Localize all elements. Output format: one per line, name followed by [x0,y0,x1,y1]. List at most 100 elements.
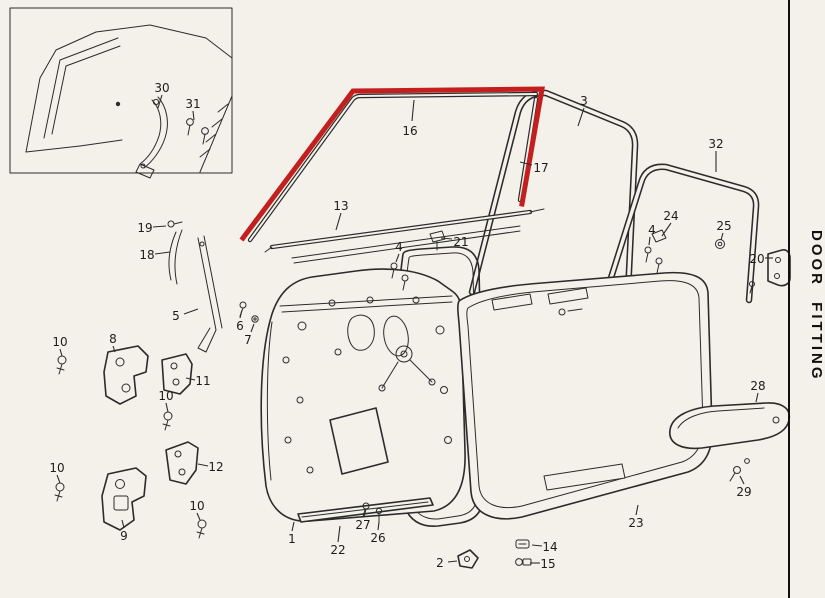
part-30-hinge-pillar-bracket [135,96,168,179]
callout-10: 10 [189,499,204,513]
page-side-label: DOOR FITTING [808,230,825,382]
callout-leader-7 [250,323,255,333]
callout-20: 20 [749,252,764,266]
car-body-inset [9,7,233,174]
part-10-bolt-a [56,355,67,375]
callout-leader-13 [335,212,342,231]
callout-leader-1 [291,521,295,532]
callout-4: 4 [395,240,403,254]
callout-5: 5 [172,309,180,323]
part-12-hinge-plate-lower [165,441,199,485]
part-8-upper-hinge [103,345,149,405]
callout-6: 6 [236,319,244,333]
callout-29: 29 [736,485,751,499]
callout-26: 26 [370,531,385,545]
part-29-bolt [729,458,750,482]
callout-leader-8 [112,345,116,353]
part-24-clip [651,229,667,243]
callout-leader-10 [165,402,169,413]
part-10-bolt-c [54,482,65,502]
callout-15: 15 [540,557,555,571]
callout-4: 4 [648,223,656,237]
callout-leader-3 [577,107,585,127]
part-21-clip [429,230,446,251]
callout-28: 28 [750,379,765,393]
callout-leader-25 [720,232,724,241]
part-3-front-window-frame [468,89,639,296]
callout-1: 1 [288,532,296,546]
callout-leader-31 [192,110,195,121]
callout-leader-19 [152,225,167,228]
part-32-rear-window-frame [600,163,760,304]
callout-10: 10 [158,389,173,403]
callout-7: 7 [244,333,252,347]
callout-23: 23 [628,516,643,530]
callout-8: 8 [109,332,117,346]
callout-31: 31 [185,97,200,111]
callout-27: 27 [355,518,370,532]
callout-3: 3 [580,94,588,108]
callout-leader-17 [519,161,533,166]
speaker-hatch-area [329,407,389,475]
callout-leader-26 [377,521,380,531]
callout-leader-10 [196,512,201,521]
part-15-clip [515,558,532,566]
callout-2: 2 [436,556,444,570]
part-10-bolt-d [196,519,207,539]
callout-leader-28 [755,392,759,403]
callout-leader-18 [154,251,171,255]
callout-11: 11 [195,374,210,388]
callout-13: 13 [333,199,348,213]
part-4-screws-left [390,262,409,291]
callout-leader-12 [197,463,209,467]
callout-leader-9 [121,519,125,529]
callout-leader-29 [739,475,745,485]
callout-leader-10 [56,474,61,484]
part-7-washer [251,315,259,323]
callout-25: 25 [716,219,731,233]
callout-leader-2 [447,560,458,563]
callout-22: 22 [330,543,345,557]
part-11-hinge-plate-upper [161,353,193,395]
door-pin-marker [115,101,121,107]
callout-leader-27 [362,509,366,518]
callout-leader-5 [183,308,199,315]
part-27-clip [362,502,370,518]
callout-19: 19 [137,221,152,235]
part-31-bolts [186,118,209,145]
part-26-clip [375,507,383,523]
part-4-screws-right [644,246,663,274]
part-13-belt-molding [264,208,545,264]
inner-panel-vents [491,287,589,316]
highlight-window-frame [239,86,545,242]
callout-10: 10 [52,335,67,349]
callout-leader-10 [59,348,63,357]
part-1-door-shell [260,268,466,522]
part-14-clip [515,539,530,549]
callout-leader-23 [635,504,639,516]
callout-9: 9 [120,529,128,543]
trim-pocket [543,463,626,491]
callout-24: 24 [663,209,678,223]
part-2-bracket [457,549,479,569]
callout-14: 14 [542,540,557,554]
callout-leader-4 [648,236,651,246]
callout-16: 16 [402,124,417,138]
callout-leader-11 [185,377,196,381]
callout-leader-21 [440,237,453,240]
callout-leader-16 [411,99,415,122]
part-10-bolt-b [162,411,173,431]
callout-10: 10 [49,461,64,475]
callout-32: 32 [708,137,723,151]
callout-leader-24 [661,222,672,237]
part-5-door-glass-sash [197,235,223,353]
callout-leader-14 [531,544,543,547]
callout-17: 17 [533,161,548,175]
callout-leader-6 [239,309,243,319]
callout-leader-30 [157,94,163,109]
part-17-run-channel-rear [517,96,539,203]
part-25-grommet [715,239,725,249]
